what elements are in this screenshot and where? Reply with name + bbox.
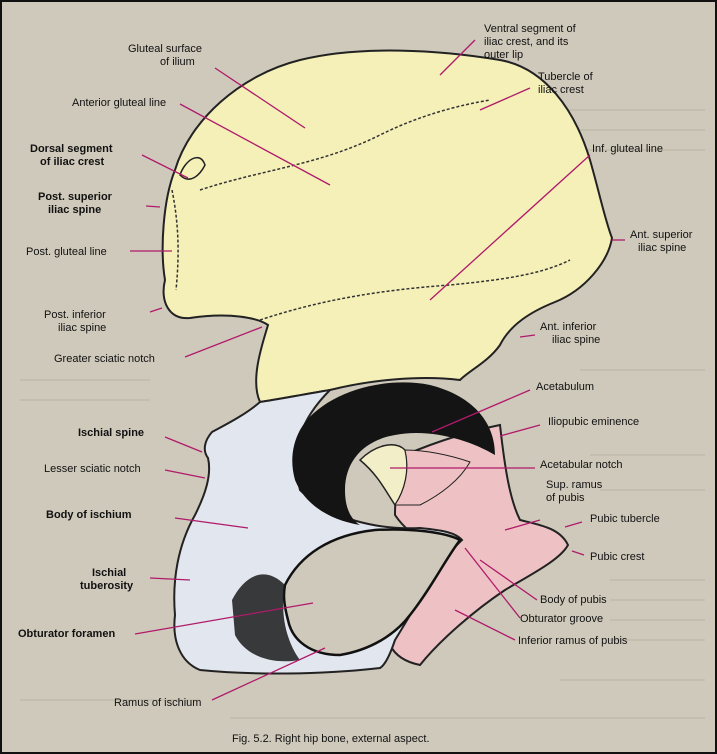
label-ischial-tuberosity: Ischial tuberosity [80, 567, 134, 592]
label-acetabular-notch: Acetabular notch [540, 459, 623, 471]
figure-caption: Fig. 5.2. Right hip bone, external aspec… [232, 733, 430, 745]
label-ischial-spine: Ischial spine [78, 427, 144, 439]
ilium-region [163, 51, 612, 402]
label-anterior-gluteal-line: Anterior gluteal line [72, 97, 166, 109]
label-tubercle-iliac-crest: Tubercle of iliac crest [538, 71, 596, 96]
label-ant-superior-iliac-spine: Ant. superior iliac spine [630, 229, 695, 254]
label-ant-inferior-iliac-spine: Ant. inferior iliac spine [540, 321, 600, 346]
label-lesser-sciatic-notch: Lesser sciatic notch [44, 463, 141, 475]
label-obturator-groove: Obturator groove [520, 613, 603, 625]
label-greater-sciatic-notch: Greater sciatic notch [54, 353, 155, 365]
label-sup-ramus-pubis: Sup. ramus of pubis [546, 479, 605, 504]
label-acetabulum: Acetabulum [536, 381, 594, 393]
label-gluteal-surface: Gluteal surface of ilium [128, 43, 205, 68]
label-obturator-foramen: Obturator foramen [18, 628, 115, 640]
label-post-superior-iliac-spine: Post. superior iliac spine [38, 191, 115, 216]
label-inf-gluteal-line: Inf. gluteal line [592, 143, 663, 155]
label-pubic-crest: Pubic crest [590, 551, 644, 563]
label-post-inferior-iliac-spine: Post. inferior iliac spine [44, 309, 109, 334]
label-body-of-pubis: Body of pubis [540, 594, 607, 606]
label-body-of-ischium: Body of ischium [46, 509, 132, 521]
label-iliopubic-eminence: Iliopubic eminence [548, 416, 639, 428]
label-inferior-ramus-pubis: Inferior ramus of pubis [518, 635, 628, 647]
label-ventral-segment: Ventral segment of iliac crest, and its … [484, 23, 579, 61]
label-ramus-of-ischium: Ramus of ischium [114, 697, 201, 709]
label-dorsal-segment: Dorsal segment of iliac crest [30, 143, 116, 168]
label-pubic-tubercle: Pubic tubercle [590, 513, 660, 525]
label-post-gluteal-line: Post. gluteal line [26, 246, 107, 258]
